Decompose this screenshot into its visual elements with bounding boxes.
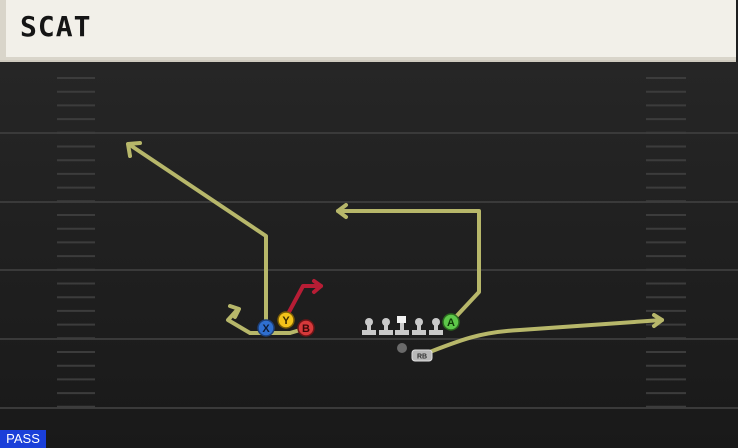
play-name: SCAT: [20, 10, 92, 43]
center-icon: [395, 316, 409, 335]
lineman-icon: [379, 318, 393, 335]
receiver-x[interactable]: X: [257, 319, 275, 337]
lineman-icon: [412, 318, 426, 335]
header-accent: [0, 0, 6, 60]
rb-player[interactable]: RB: [411, 349, 433, 362]
rb-label: RB: [417, 354, 427, 361]
routes: [126, 141, 664, 357]
x-button-label: X: [262, 323, 270, 335]
curl-route: [226, 307, 302, 335]
x-button-icon: [257, 319, 275, 337]
lineman-icon: [429, 318, 443, 335]
b-button-label: B: [302, 323, 310, 335]
curl-route-arrow: [228, 304, 241, 319]
rb-route-arrow: [652, 313, 664, 328]
hash-marks: [57, 77, 686, 408]
offensive-line: [362, 316, 443, 335]
a-button-icon: [442, 313, 460, 331]
hot-route: [287, 279, 323, 314]
quarterback-icon: [397, 343, 407, 353]
b-button-icon: [297, 319, 315, 337]
x-route-arrow: [126, 141, 142, 158]
y-hot-route: [287, 284, 323, 314]
a-button-label: A: [447, 317, 455, 329]
rb-badge: [411, 349, 433, 362]
receiver-y[interactable]: Y: [277, 311, 295, 329]
play-header: SCAT: [0, 0, 736, 62]
receiver-b[interactable]: B: [297, 319, 315, 337]
field-background: [0, 62, 738, 448]
yard-lines: [0, 132, 738, 409]
a-route-arrow: [336, 203, 348, 219]
lineman-icon: [362, 318, 376, 335]
a-route: [336, 209, 481, 324]
rb-route: [420, 318, 664, 357]
y-button-label: Y: [282, 315, 290, 327]
y-button-icon: [277, 311, 295, 329]
receiver-a[interactable]: A: [442, 313, 460, 331]
y-hot-route-arrow: [312, 279, 323, 294]
play-type-badge: PASS: [0, 430, 46, 448]
x-route: [128, 143, 268, 330]
